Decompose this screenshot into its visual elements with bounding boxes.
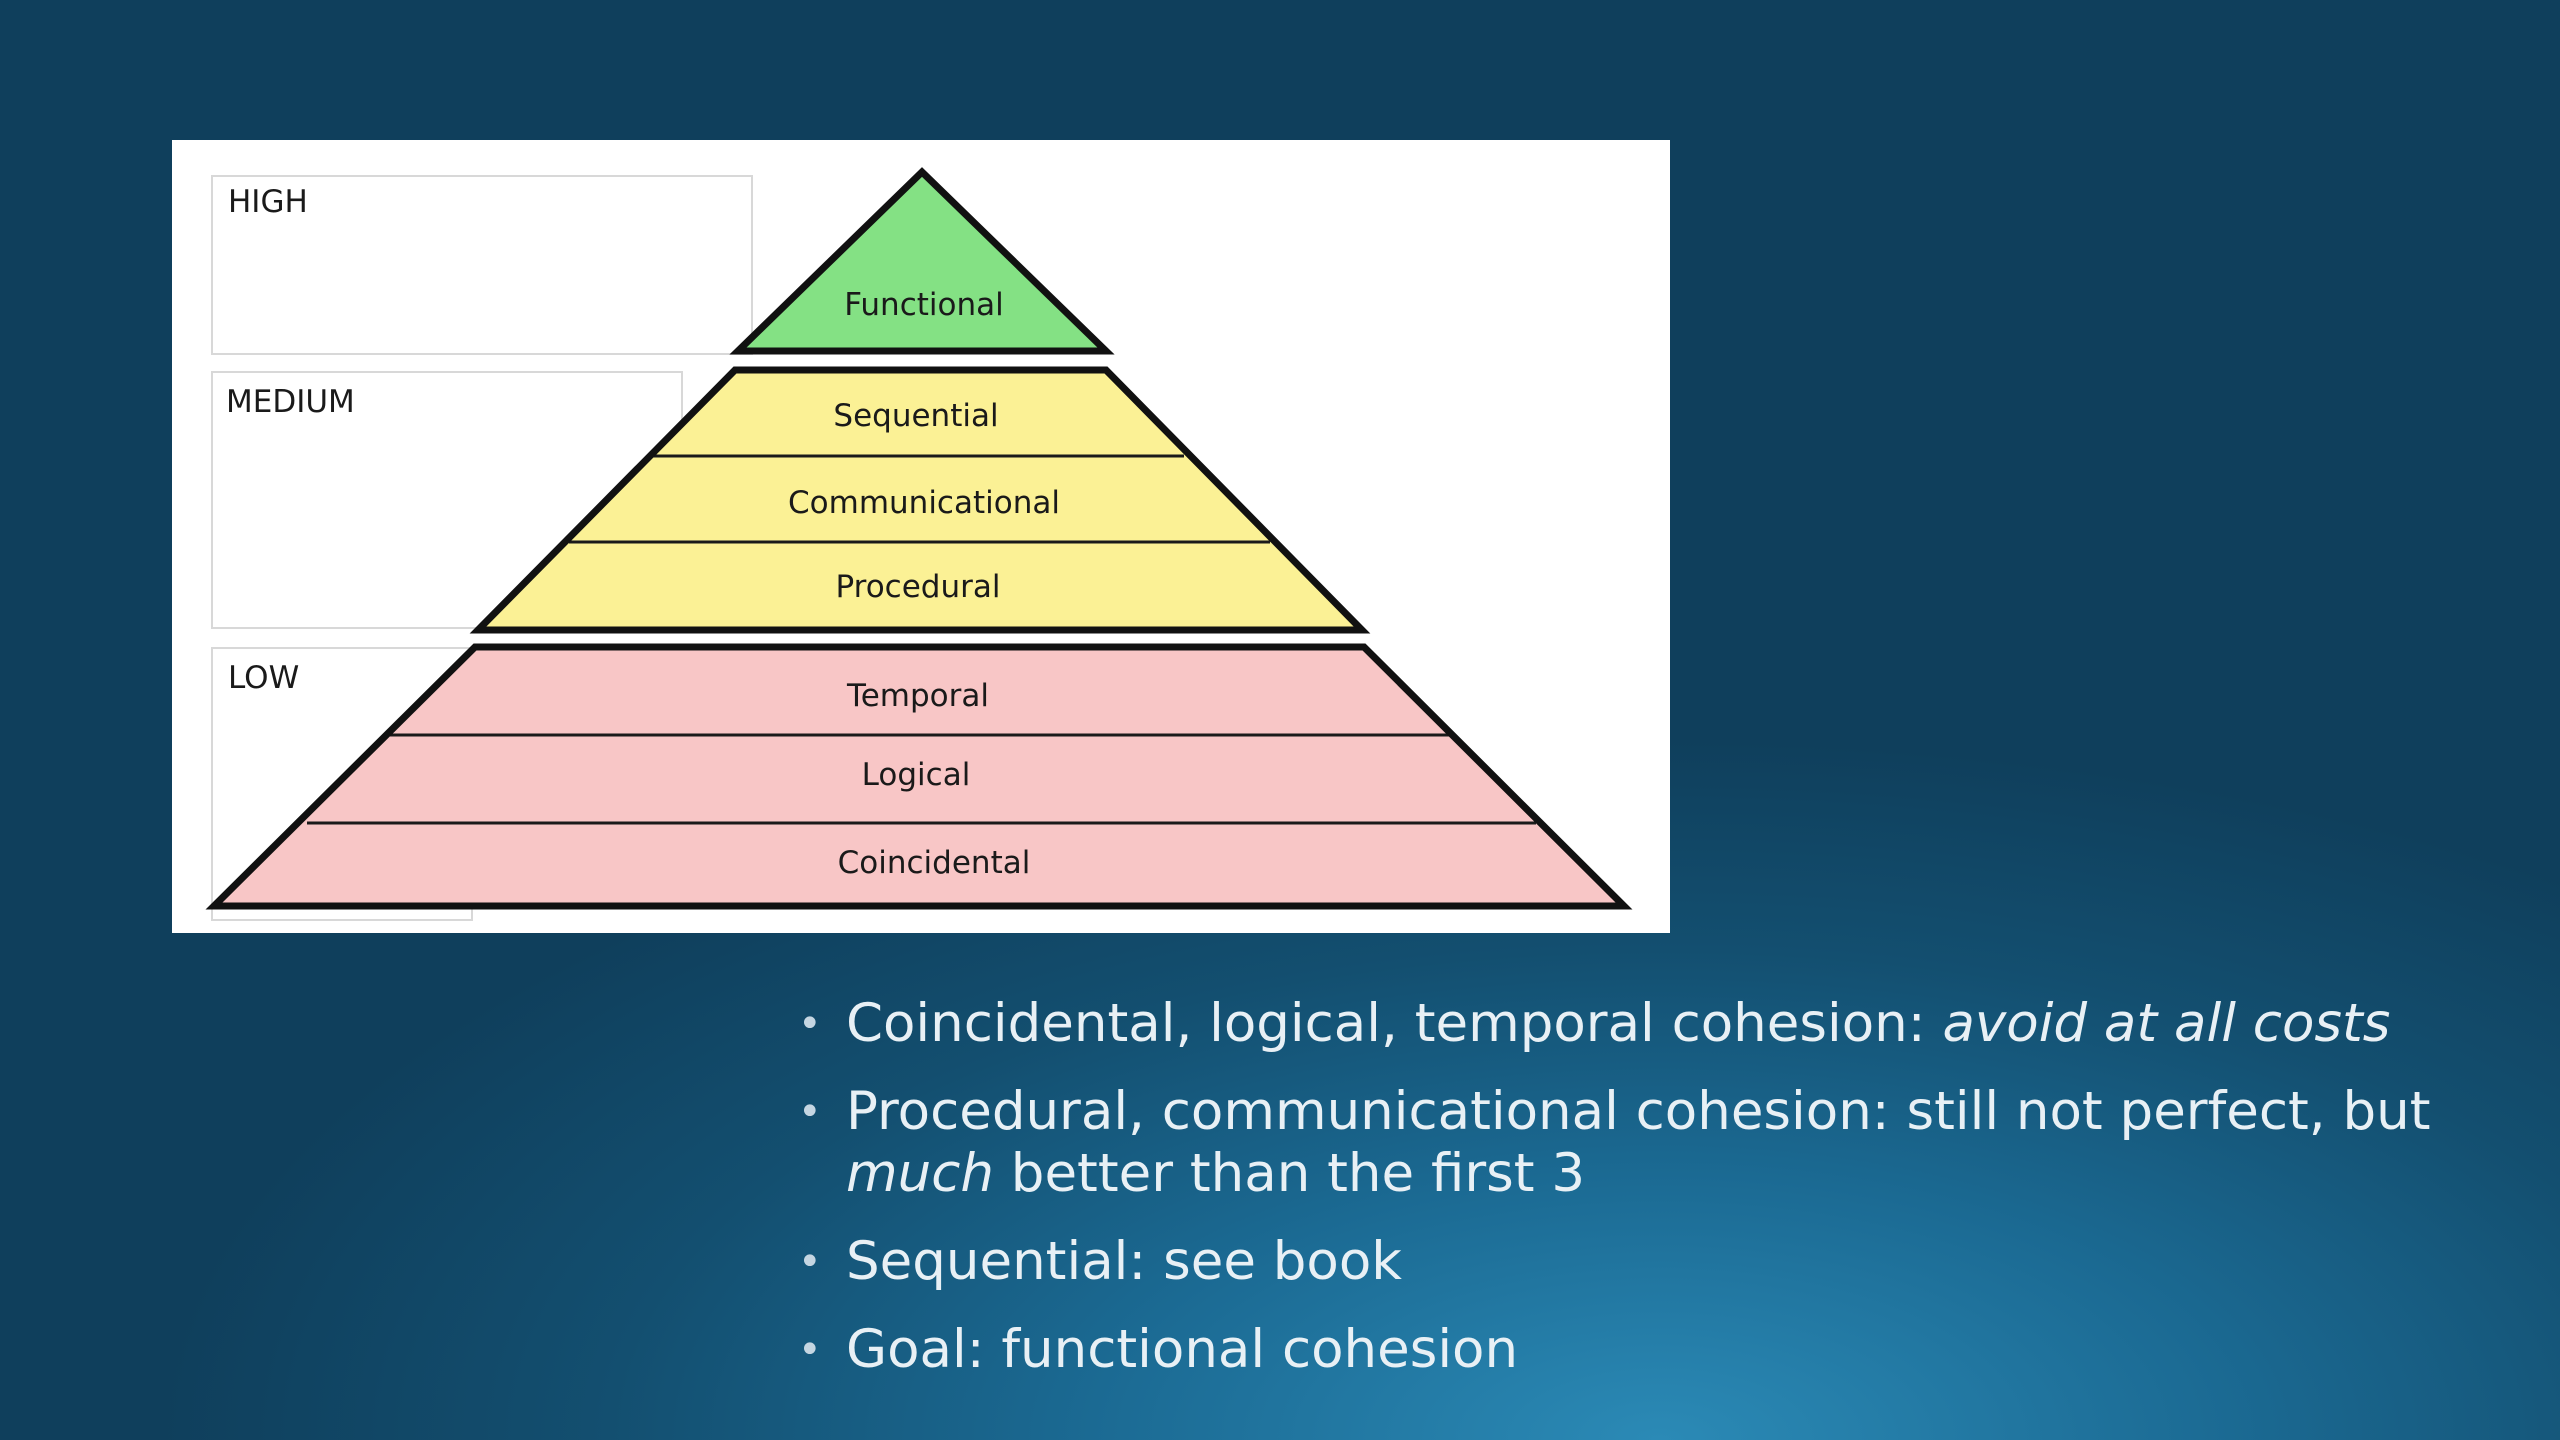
- layer-label-logical: Logical: [862, 757, 971, 793]
- level-label-medium: MEDIUM: [226, 384, 355, 420]
- level-box-high: [211, 175, 753, 355]
- bullet-dot-icon: •: [798, 1089, 822, 1135]
- pyramid-tier-medium: [478, 370, 1362, 630]
- bullet-tail: better than the first 3: [993, 1143, 1586, 1204]
- bullet-text: Coincidental, logical, temporal cohesion…: [846, 993, 1943, 1054]
- layer-label-coincidental: Coincidental: [838, 845, 1031, 881]
- layer-label-communicational: Communicational: [788, 485, 1060, 521]
- bullet-item: • Sequential: see book: [790, 1231, 2490, 1293]
- bullet-item: • Procedural, communicational cohesion: …: [790, 1081, 2490, 1205]
- level-label-low: LOW: [228, 660, 299, 696]
- pyramid-tier-high-outline: [729, 167, 1115, 355]
- bullet-emphasis: much: [846, 1143, 994, 1204]
- pyramid-tier-high: [738, 172, 1106, 351]
- layer-label-sequential: Sequential: [833, 398, 998, 434]
- bullet-item: • Goal: functional cohesion: [790, 1319, 2490, 1381]
- pyramid-svg: HIGH MEDIUM LOW Functional Sequential Co…: [205, 167, 1633, 921]
- bullet-list: • Coincidental, logical, temporal cohesi…: [790, 993, 2490, 1407]
- pyramid-tier-low-outline: [205, 643, 1633, 910]
- pyramid-tier-medium-outline: [469, 366, 1371, 634]
- layer-label-functional: Functional: [844, 287, 1003, 323]
- bullet-dot-icon: •: [798, 1327, 822, 1373]
- layer-label-temporal: Temporal: [846, 678, 989, 714]
- bullet-emphasis: avoid at all costs: [1942, 993, 2391, 1054]
- bullet-text: Procedural, communicational cohesion: st…: [846, 1081, 2431, 1142]
- layer-label-procedural: Procedural: [836, 569, 1001, 605]
- bullet-text: Sequential: see book: [846, 1231, 1402, 1292]
- level-label-high: HIGH: [228, 184, 308, 220]
- bullet-text: Goal: functional cohesion: [846, 1319, 1519, 1380]
- bullet-item: • Coincidental, logical, temporal cohesi…: [790, 993, 2490, 1055]
- bullet-dot-icon: •: [798, 1239, 822, 1285]
- cohesion-pyramid-diagram: HIGH MEDIUM LOW Functional Sequential Co…: [172, 140, 1670, 933]
- pyramid-tier-low: [214, 647, 1624, 906]
- bullet-dot-icon: •: [798, 1001, 822, 1047]
